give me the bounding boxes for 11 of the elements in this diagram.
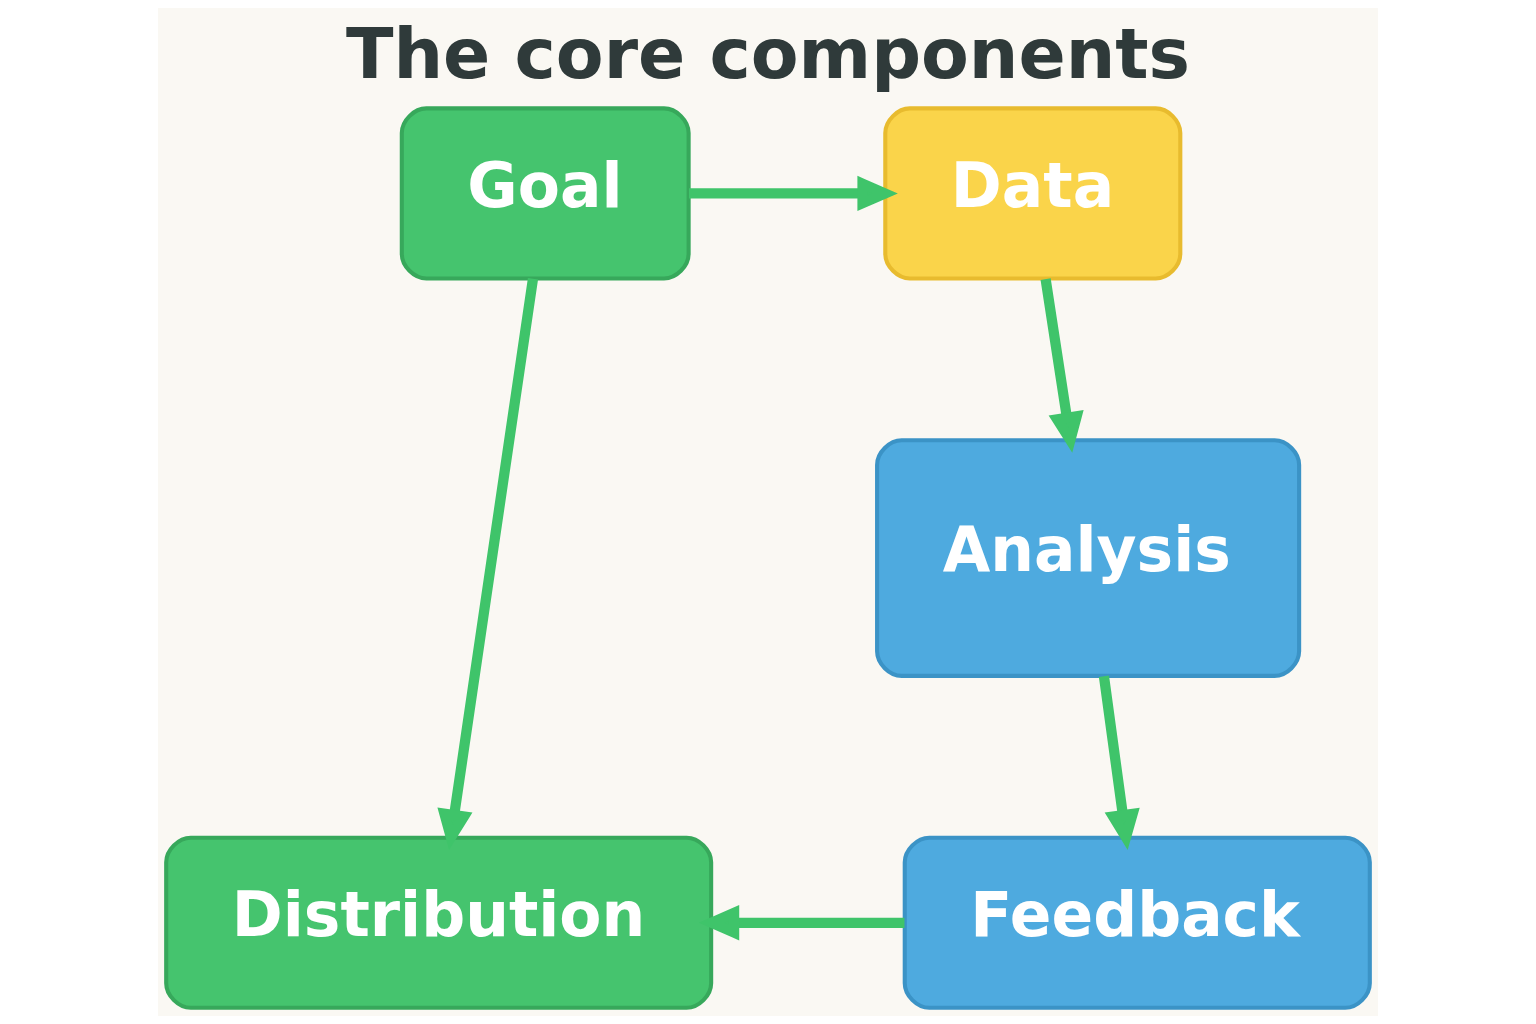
diagram-title: The core components (345, 13, 1190, 95)
arrow (1040, 278, 1084, 453)
node-box: Distribution (164, 835, 714, 1010)
node-box: Data (883, 106, 1183, 281)
arrow (437, 277, 539, 850)
arrow (698, 905, 905, 941)
arrow (1098, 675, 1140, 851)
node-box: Analysis (875, 438, 1302, 678)
node-box: Goal (399, 106, 691, 281)
node-box: Feedback (902, 835, 1372, 1010)
arrow (689, 175, 898, 212)
